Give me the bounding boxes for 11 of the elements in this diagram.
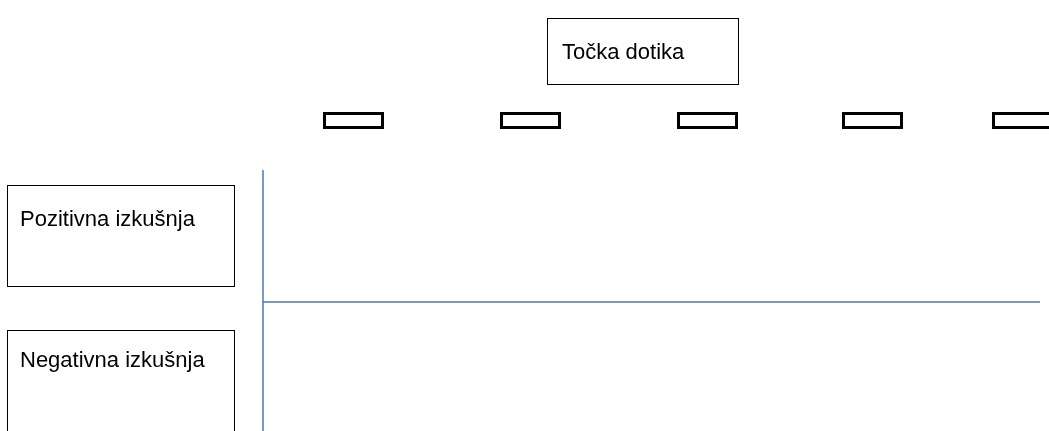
box-label: Negativna izkušnja [20,346,206,374]
empty-box [500,112,561,129]
empty-box [992,112,1049,129]
empty-box [323,112,384,129]
box-label: Pozitivna izkušnja [20,205,196,233]
label-box [7,330,235,431]
label-box [547,18,739,85]
empty-box [842,112,903,129]
empty-box [677,112,738,129]
label-box [7,185,235,287]
box-label: Točka dotika [562,38,686,66]
